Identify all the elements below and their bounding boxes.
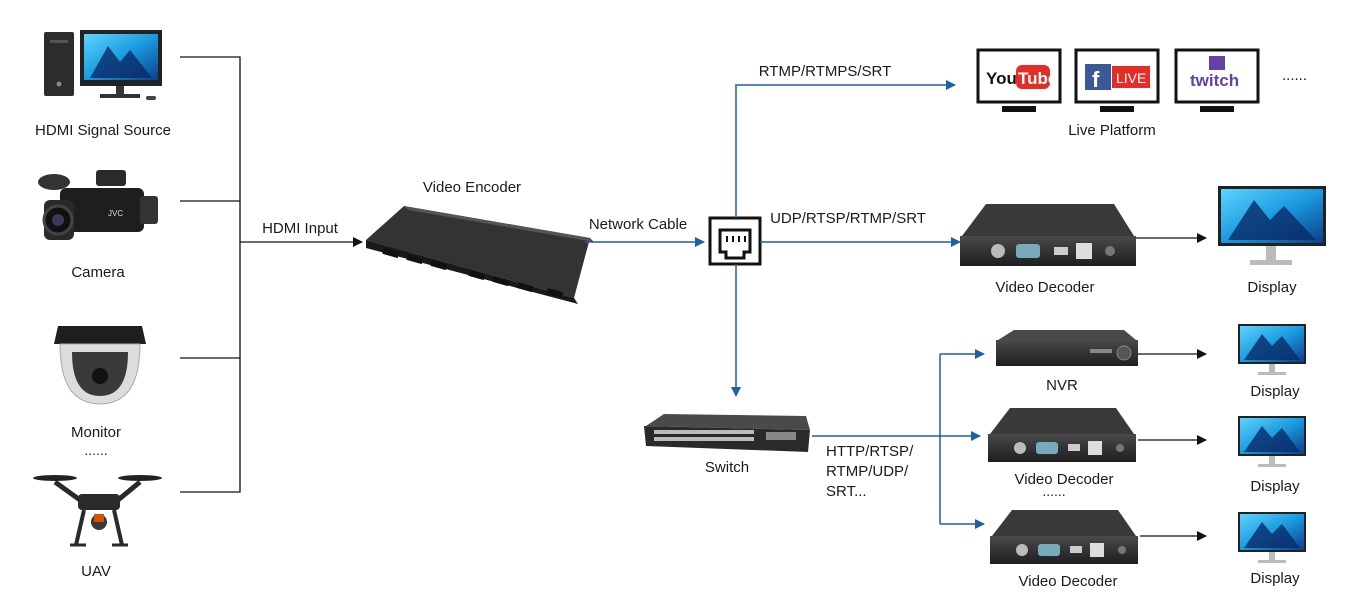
rtmp-arrow [735,80,956,218]
http-label-line2: RTMP/UDP/ [826,463,909,480]
switch-device [644,414,810,452]
display-main-icon [1218,186,1326,265]
facebook-live-text: LIVE [1116,70,1146,86]
http-label-line1: HTTP/RTSP/ [826,443,914,460]
platform-more-ellipsis: ...... [1282,67,1307,84]
hdmi-input-label: HDMI Input [262,220,339,237]
display-3-label: Display [1250,570,1300,587]
display-3-icon [1238,512,1306,563]
video-decoder-2-device [988,408,1136,462]
twitch-text: twitch [1190,71,1239,90]
display-main-label: Display [1247,279,1297,296]
facebook-live-tv-icon: f LIVE [1074,48,1160,112]
video-encoder-device [366,206,594,304]
pc-icon [44,30,162,100]
camcorder-icon: JVC [38,170,158,240]
youtube-you-text: You [986,69,1017,88]
video-decoder-3-label: Video Decoder [1019,573,1118,590]
ethernet-port-icon [708,216,762,266]
switch-label: Switch [705,459,749,476]
udp-label: UDP/RTSP/RTMP/SRT [770,210,926,227]
youtube-tv-icon: You Tube [976,48,1062,112]
display-1-label: Display [1250,383,1300,400]
http-label-line3: SRT... [826,483,867,500]
hdmi-source-label: HDMI Signal Source [35,122,171,139]
nvr-device [996,330,1138,366]
video-decoder-2-label: Video Decoder [1015,471,1114,488]
svg-text:JVC: JVC [108,209,123,218]
nvr-label: NVR [1046,377,1078,394]
drone-icon [33,475,162,547]
decoder-more-ellipsis: ...... [1042,483,1065,499]
uav-label: UAV [81,563,111,580]
camera-label: Camera [71,264,125,281]
monitor-label: Monitor [71,424,121,441]
rtmp-label: RTMP/RTMPS/SRT [759,63,892,80]
display-2-icon [1238,416,1306,467]
network-cable-label: Network Cable [589,216,687,233]
display-1-icon [1238,324,1306,375]
video-decoder-main-label: Video Decoder [996,279,1095,296]
dome-camera-icon [54,326,146,405]
facebook-f-text: f [1092,67,1100,92]
display-2-label: Display [1250,478,1300,495]
twitch-tv-icon: twitch [1174,48,1260,112]
monitor-more-ellipsis: ...... [84,442,107,458]
youtube-tube-text: Tube [1018,69,1057,88]
source-bracket [180,56,241,493]
video-decoder-3-device [990,510,1138,564]
live-platform-label: Live Platform [1068,122,1156,139]
video-decoder-main-device [960,204,1136,266]
video-encoder-label: Video Encoder [423,179,521,196]
